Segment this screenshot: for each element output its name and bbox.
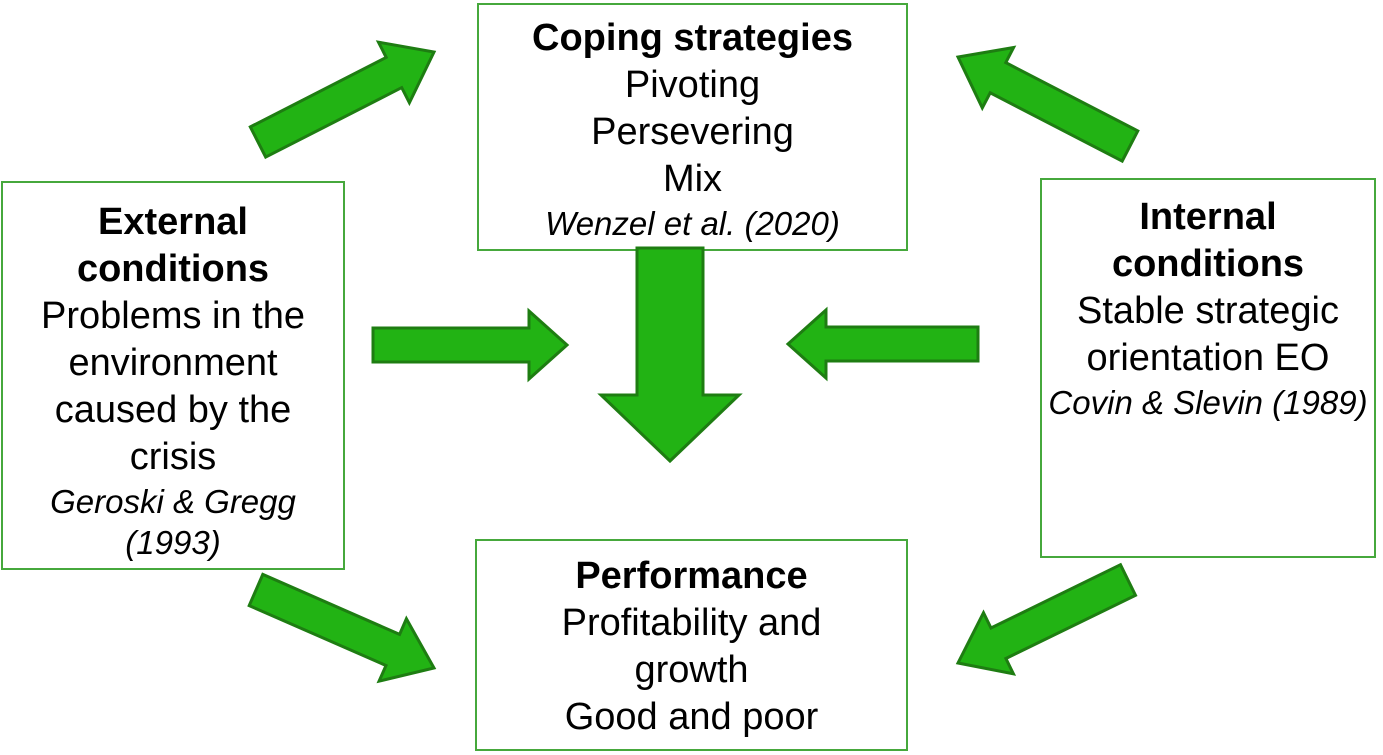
internal-title: Internal conditions xyxy=(1111,196,1305,285)
arrow-internal-to-performance-icon xyxy=(955,562,1138,676)
performance-title: Performance xyxy=(575,555,808,597)
external-citation: Geroski & Gregg (1993) xyxy=(50,483,296,561)
arrow-coping-to-performance-icon xyxy=(597,246,743,464)
external-body: Problems in the environment caused by th… xyxy=(40,295,305,478)
node-coping-strategies: Coping strategies Pivoting Persevering M… xyxy=(477,3,908,251)
node-performance: Performance Profitability and growth Goo… xyxy=(475,539,908,751)
performance-body: Profitability and growth Good and poor xyxy=(561,602,822,738)
arrow-external-to-coping-icon xyxy=(248,40,437,160)
arrow-internal-to-coping-icon xyxy=(955,45,1140,164)
arrow-external-to-performance-icon xyxy=(247,572,437,684)
coping-citation: Wenzel et al. (2020) xyxy=(545,205,840,242)
coping-body: Pivoting Persevering Mix xyxy=(591,64,794,200)
internal-citation: Covin & Slevin (1989) xyxy=(1048,384,1368,421)
coping-title: Coping strategies xyxy=(532,17,853,59)
node-internal-conditions: Internal conditions Stable strategic ori… xyxy=(1040,178,1376,558)
node-external-conditions: External conditions Problems in the envi… xyxy=(1,181,345,570)
arrow-external-inward-icon xyxy=(371,307,570,383)
external-title: External conditions xyxy=(76,201,270,290)
internal-body: Stable strategic orientation EO xyxy=(1077,290,1339,379)
arrow-internal-inward-icon xyxy=(785,306,980,382)
